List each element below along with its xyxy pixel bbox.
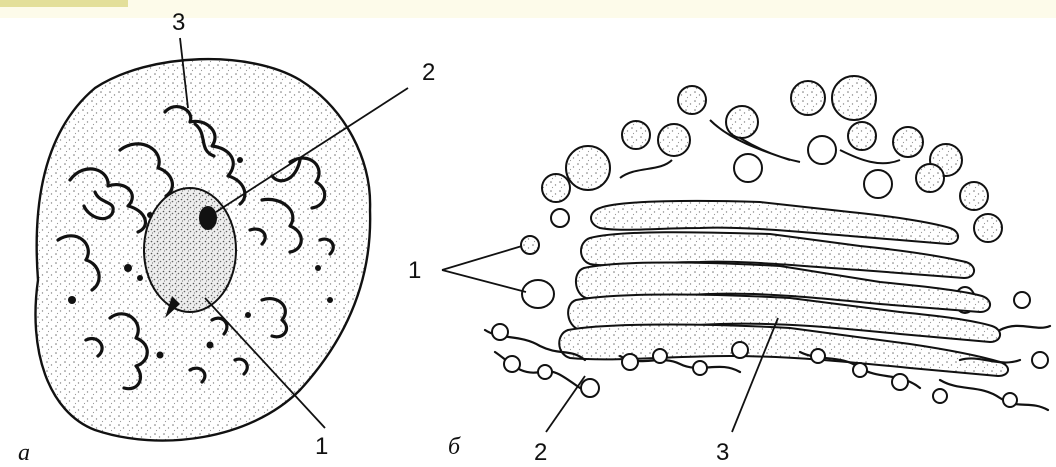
- label-a-3: 3: [172, 9, 185, 36]
- label-b-3: 3: [716, 439, 729, 466]
- nucleus: [144, 188, 236, 312]
- leader-line-b2: [546, 376, 585, 432]
- panel-b-golgi-diagram: 1 2 3 б: [408, 76, 1050, 466]
- label-a-1: 1: [315, 433, 328, 460]
- panel-a-cell-diagram: 3 2 1 а: [18, 9, 435, 466]
- leader-line-b1-upper: [442, 246, 522, 270]
- panel-b-letter: б: [448, 434, 461, 460]
- golgi-cisternae-stack: [559, 201, 1008, 376]
- label-b-1: 1: [408, 257, 421, 284]
- label-b-2: 2: [534, 439, 547, 466]
- panel-a-letter: а: [18, 440, 30, 466]
- leader-line-b1-lower: [442, 270, 526, 292]
- nucleolus: [199, 206, 217, 230]
- label-a-2: 2: [422, 59, 435, 86]
